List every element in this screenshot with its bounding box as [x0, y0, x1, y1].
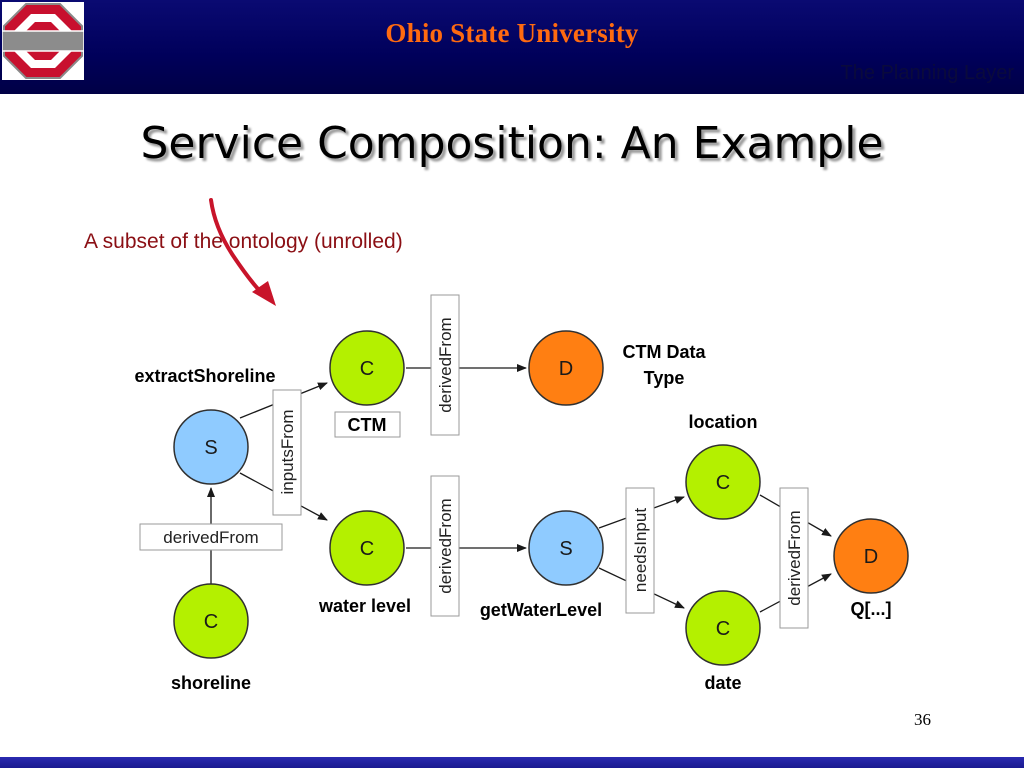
svg-text:S: S [204, 437, 217, 459]
svg-text:derivedFrom: derivedFrom [163, 528, 258, 547]
footer-bar [0, 757, 1024, 768]
university-name: Ohio State University [385, 18, 639, 48]
svg-text:C: C [716, 472, 730, 494]
section-tagline: The Planning Layer [840, 62, 1014, 84]
svg-text:derivedFrom: derivedFrom [785, 510, 804, 605]
svg-text:C: C [716, 618, 730, 640]
caption-water-level: water level [318, 596, 411, 616]
pointer-arrow [209, 198, 276, 306]
svg-text:C: C [360, 358, 374, 380]
slide-subtitle: A subset of the ontology (unrolled) [84, 230, 403, 253]
node-d-ctm: D [528, 330, 604, 406]
node-s-extract: S [173, 409, 249, 485]
svg-text:S: S [559, 538, 572, 560]
svg-text:derivedFrom: derivedFrom [436, 317, 455, 412]
edge-label-inputs-from: inputsFrom [272, 389, 302, 516]
node-s-getwater: S [528, 510, 604, 586]
edge-label-derived-from-middle: derivedFrom [430, 475, 460, 617]
caption-location: location [688, 412, 757, 432]
edge-label-derived-from-shoreline: derivedFrom [139, 523, 283, 551]
edge-label-derived-from-top: derivedFrom [430, 294, 460, 436]
node-c-water: C [329, 510, 405, 586]
svg-text:CTM: CTM [348, 415, 387, 435]
node-c-ctm: C [329, 330, 405, 406]
node-c-date: C [685, 590, 761, 666]
svg-text:inputsFrom: inputsFrom [278, 409, 297, 494]
caption-extract-shoreline: extractShoreline [134, 366, 275, 386]
edge-label-needs-input: needsInput [625, 487, 655, 614]
node-d-q: D [833, 518, 909, 594]
caption-shoreline: shoreline [171, 673, 251, 693]
caption-get-water-level: getWaterLevel [480, 600, 602, 620]
svg-text:needsInput: needsInput [631, 508, 650, 592]
caption-date: date [704, 673, 741, 693]
svg-text:C: C [360, 538, 374, 560]
node-c-location: C [685, 444, 761, 520]
ohio-state-logo [1, 2, 85, 80]
caption-ctm: CTM [334, 411, 401, 438]
page-number: 36 [914, 710, 931, 729]
edge-label-derived-from-right: derivedFrom [779, 487, 809, 629]
header-bar: Ohio State University The Planning Layer [0, 0, 1024, 94]
svg-text:derivedFrom: derivedFrom [436, 498, 455, 593]
node-c-shoreline: C [173, 583, 249, 659]
svg-text:D: D [559, 358, 573, 380]
caption-ctm-data-type-line2: Type [644, 368, 685, 388]
svg-text:D: D [864, 546, 878, 568]
caption-ctm-data-type-line1: CTM Data [622, 342, 706, 362]
svg-text:C: C [204, 611, 218, 633]
slide-title: Service Composition: An Example [140, 118, 884, 169]
caption-q: Q[...] [851, 599, 892, 619]
